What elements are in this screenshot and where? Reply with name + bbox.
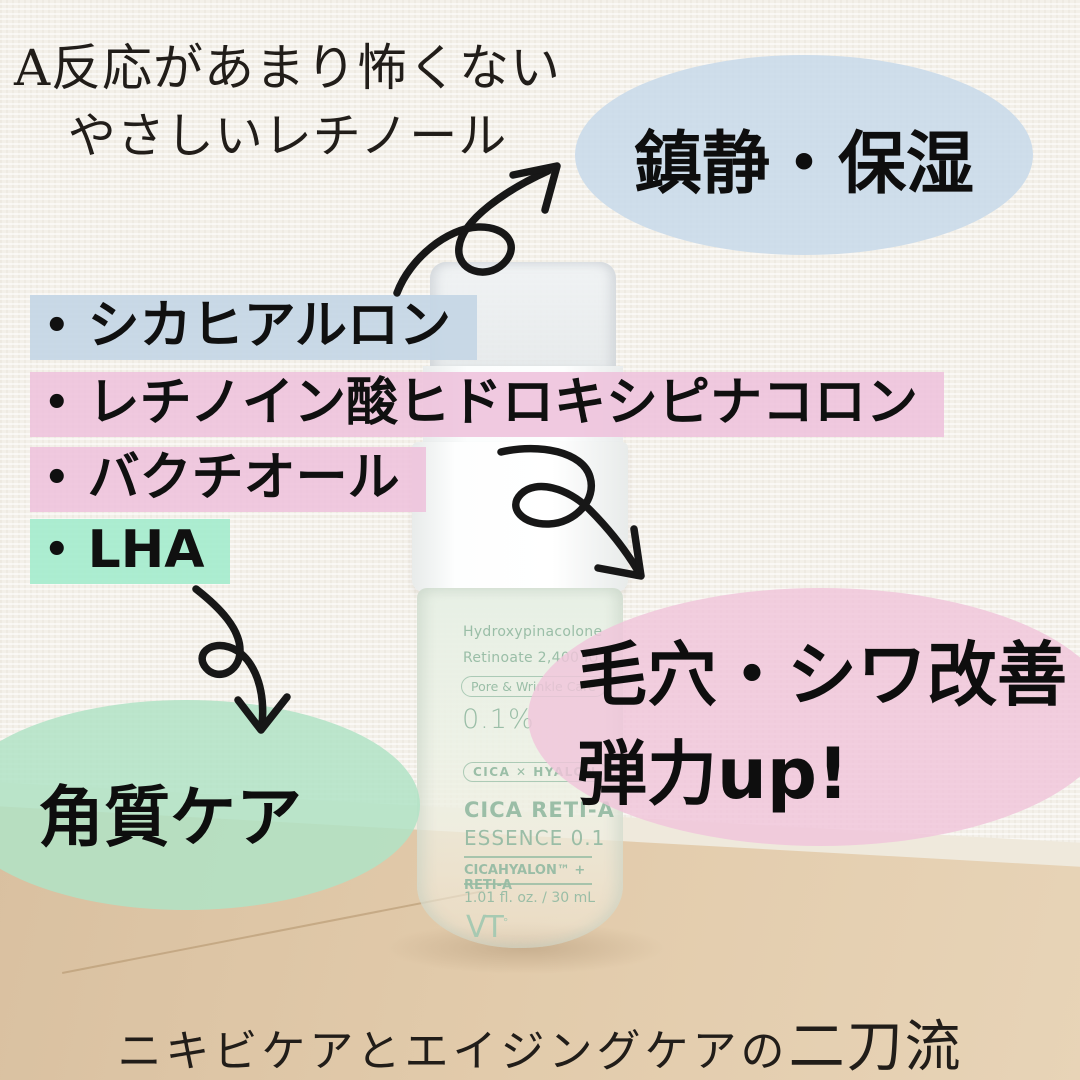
ingredient-label: シカヒアルロン (87, 296, 452, 356)
brand-degree-mark: ° (502, 916, 508, 929)
bullet-icon: • (44, 455, 70, 501)
label-product-name: CICA RETI-A (464, 798, 615, 822)
soothing-label: 鎮静・保湿 (633, 125, 974, 204)
exfoliating-ellipse (0, 700, 420, 910)
label-volume: 1.01 fl. oz. / 30 mL (464, 890, 596, 906)
headline: A反応があまり怖くない やさしいレチノール (0, 34, 575, 170)
ingredient-item-cica-hyaluron: • シカヒアルロン (30, 295, 478, 360)
footer-prefix: ニキビケアとエイジングケアの (117, 1026, 789, 1077)
brand-logo-text: VT (466, 910, 504, 945)
label-product-type: ESSENCE 0.1 (464, 826, 606, 850)
label-ingredient-line1: Hydroxypinacolone (463, 624, 603, 640)
headline-line1: A反応があまり怖くない (13, 39, 562, 97)
pore-ellipse (528, 588, 1080, 846)
label-concentration: 0.1% (462, 704, 535, 735)
soothing-ellipse (575, 55, 1033, 255)
exfoliating-label: 角質ケア (38, 779, 302, 856)
bullet-icon: • (44, 527, 70, 573)
pore-label-line2: 弾力up! (577, 733, 849, 816)
ingredient-item-lha: • LHA (30, 519, 231, 584)
ingredient-item-retinoate: • レチノイン酸ヒドロキシピナコロン (30, 372, 945, 437)
bottle-collar (412, 442, 628, 592)
bullet-icon: • (44, 380, 70, 426)
pore-label-line1: 毛穴・シワ改善 (577, 634, 1067, 716)
label-divider-bottom (464, 883, 592, 885)
ingredient-label: レチノイン酸ヒドロキシピナコロン (87, 373, 919, 433)
footer-emphasis: 二刀流 (788, 1015, 963, 1080)
label-divider-top (464, 856, 592, 858)
ingredient-label: バクチオール (87, 448, 400, 508)
ingredient-label: LHA (87, 520, 205, 580)
label-formula: CICAHYALON™ + RETI-A (464, 863, 586, 893)
brand-logo: VT° (466, 910, 508, 945)
ingredient-item-bakuchiol: • バクチオール (30, 447, 426, 512)
pore-label: 毛穴・シワ改善 弾力up! (577, 626, 1067, 825)
headline-line2: やさしいレチノール (67, 108, 508, 164)
footer-caption: ニキビケアとエイジングケアの二刀流 (0, 1002, 1080, 1080)
bullet-icon: • (44, 303, 70, 349)
